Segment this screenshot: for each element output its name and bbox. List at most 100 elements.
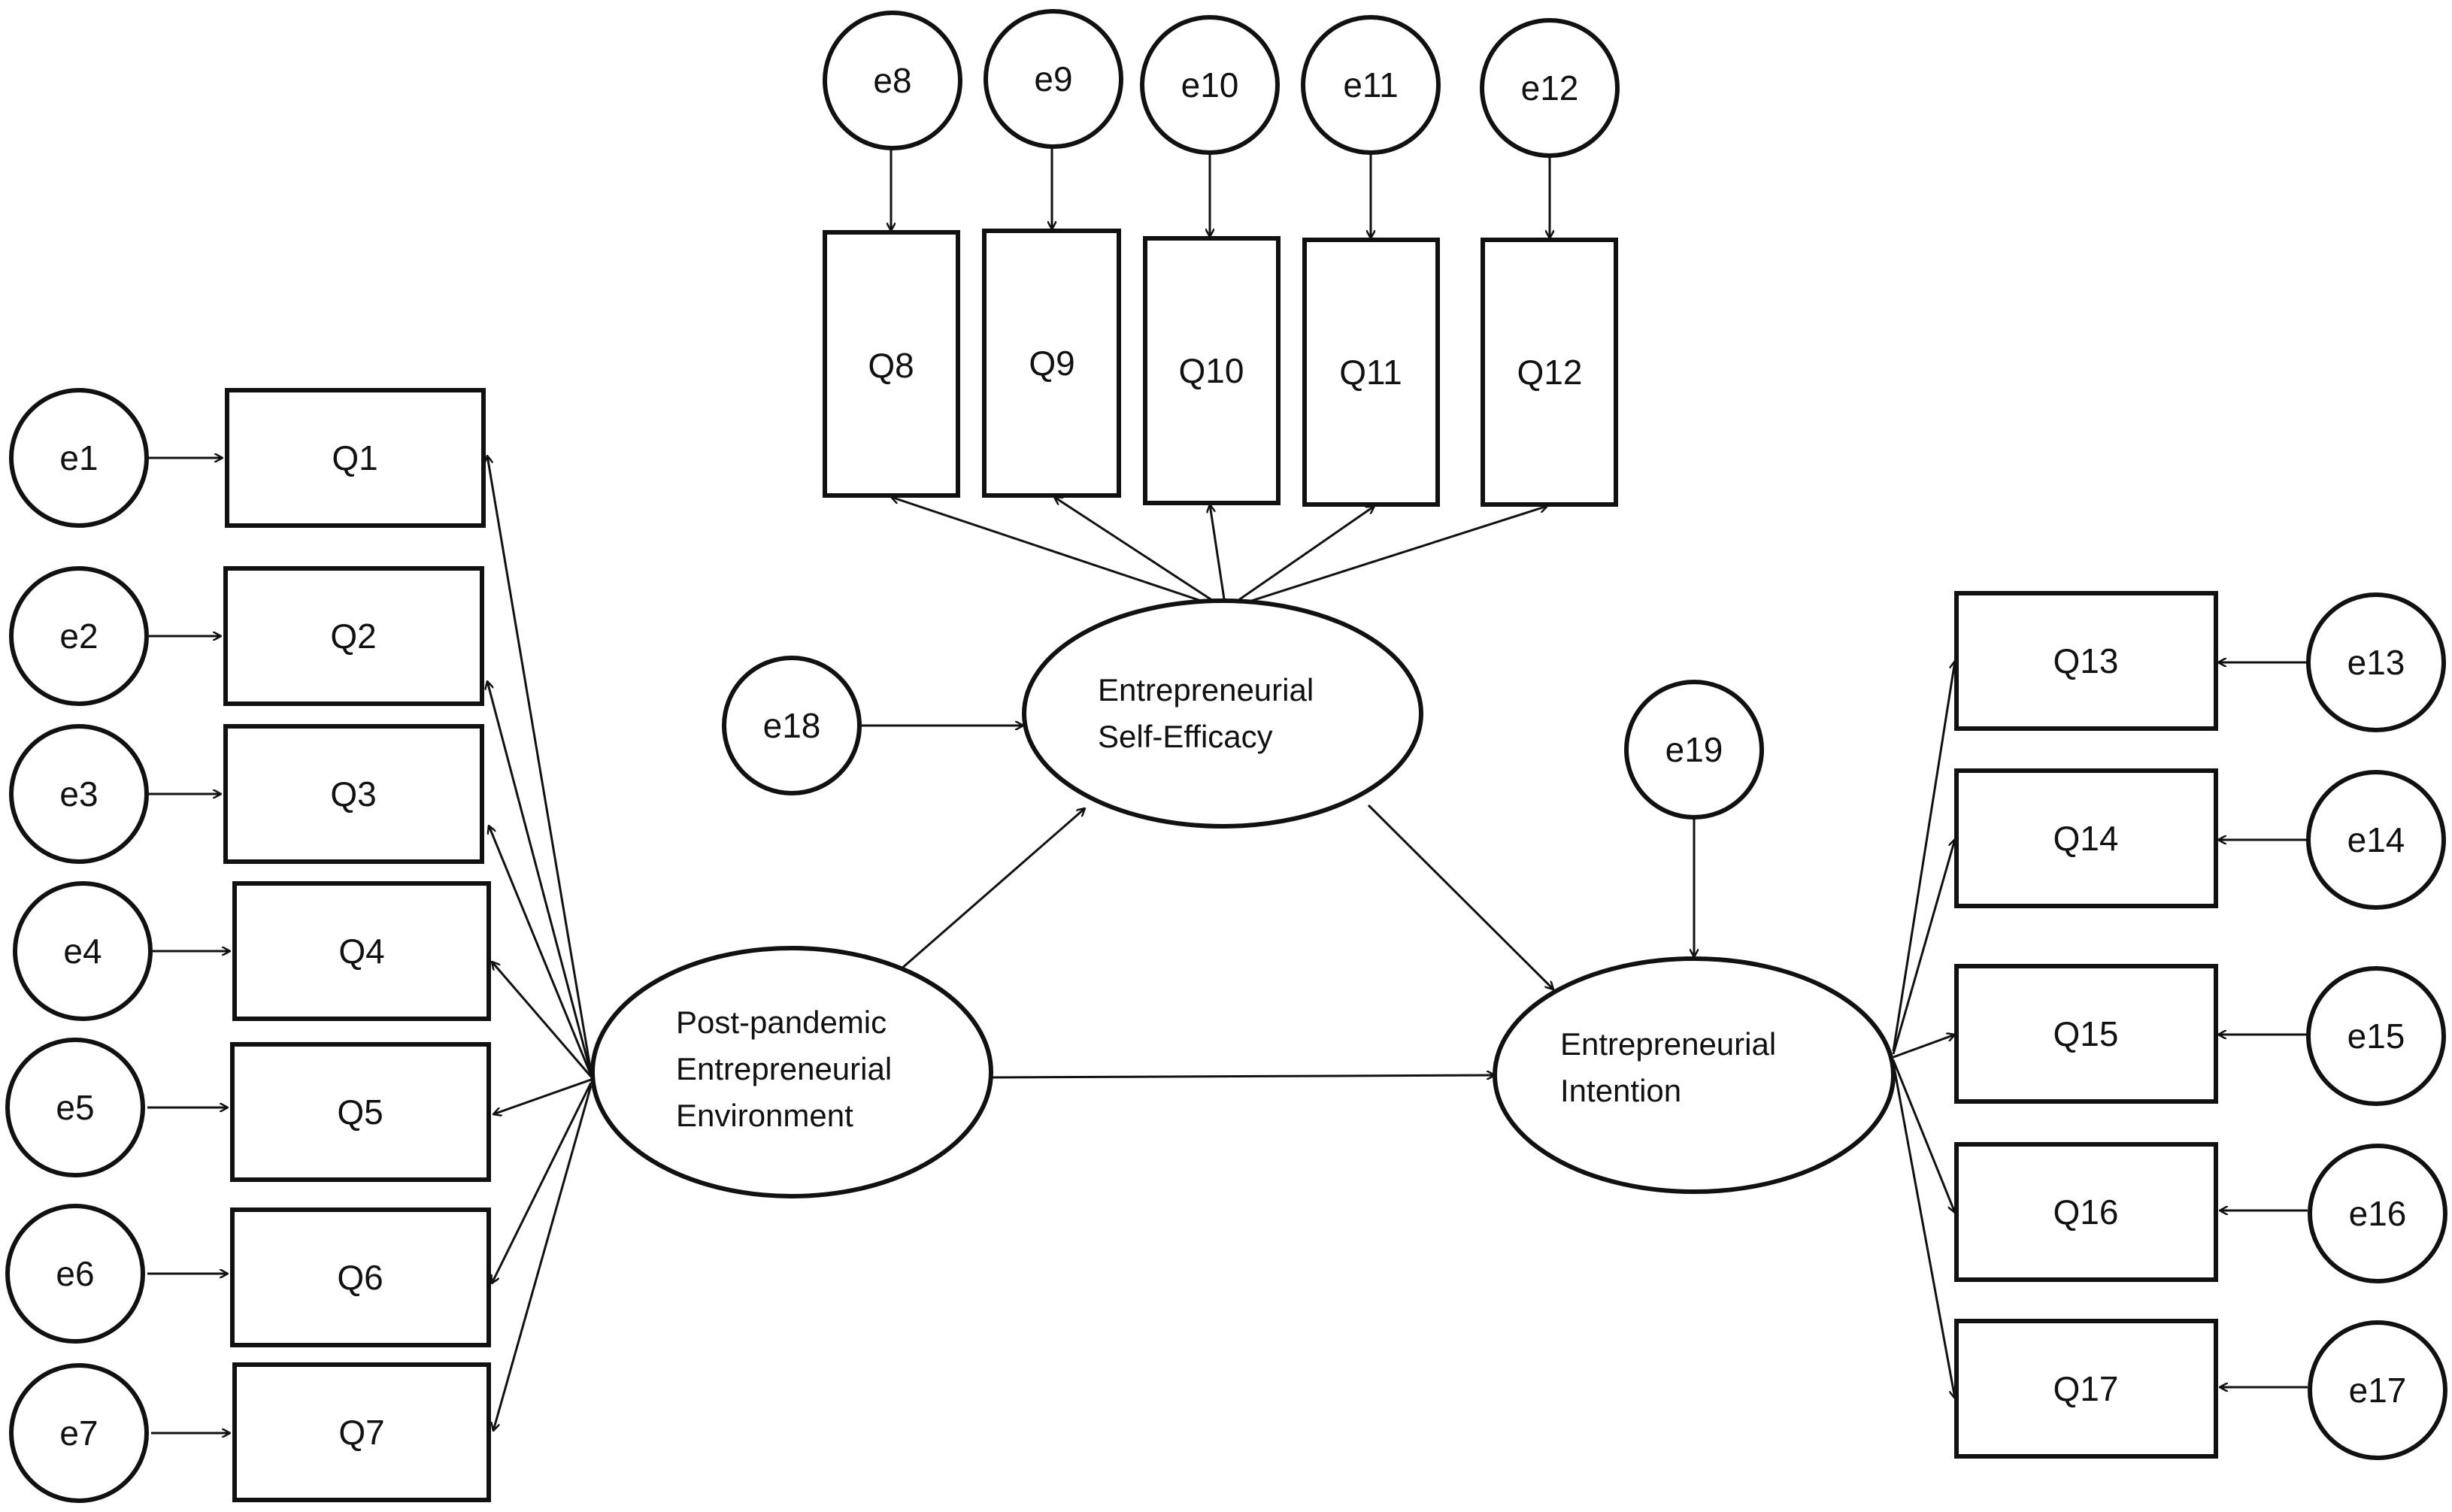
indicator-label: Q6: [337, 1258, 383, 1297]
error-e18: e18: [722, 656, 862, 795]
error-label: e17: [2349, 1371, 2407, 1410]
error-label: e4: [63, 932, 102, 971]
error-label: e18: [763, 706, 821, 745]
error-e7: e7: [9, 1363, 149, 1503]
indicator-label: Q17: [2053, 1369, 2119, 1408]
intention-error-terms: e13 e14 e15 e16 e17: [2306, 592, 2447, 1460]
indicator-q6: Q6: [230, 1207, 491, 1347]
construct-label: Entrepreneurial Intention: [1560, 1026, 1785, 1108]
indicator-q14: Q14: [1954, 768, 2218, 908]
error-label: e10: [1181, 65, 1239, 105]
edge-ei-q17: [1892, 1062, 1955, 1398]
error-e12: e12: [1480, 18, 1620, 158]
indicator-q4: Q4: [232, 881, 491, 1021]
construct-label-line: Entrepreneurial: [1098, 672, 1314, 708]
error-label: e13: [2347, 643, 2405, 682]
construct-label-line: Intention: [1560, 1073, 1681, 1108]
indicator-label: Q9: [1029, 344, 1074, 383]
construct-label: Post-pandemic Entrepreneurial Environmen…: [676, 1004, 901, 1133]
error-e6: e6: [5, 1204, 145, 1344]
environment-indicators: Q1 Q2 Q3 Q4 Q5 Q6 Q7: [223, 388, 491, 1502]
indicator-q3: Q3: [223, 724, 484, 864]
error-label: e1: [59, 438, 98, 477]
construct-label-line: Entrepreneurial: [676, 1051, 892, 1086]
indicator-label: Q7: [338, 1413, 384, 1452]
indicator-label: Q14: [2053, 819, 2119, 858]
edge-ese-q9: [1054, 497, 1226, 611]
indicator-q9: Q9: [982, 229, 1121, 498]
edge-env-ei: [992, 1075, 1495, 1077]
indicator-q15: Q15: [1954, 964, 2218, 1104]
construct-label-line: Self-Efficacy: [1098, 719, 1273, 754]
edge-env-q6: [492, 1082, 593, 1283]
error-e13: e13: [2306, 592, 2446, 732]
edge-env-q5: [493, 1078, 592, 1114]
edge-ei-q13: [1892, 661, 1955, 1052]
error-e10: e10: [1140, 15, 1280, 155]
error-e19: e19: [1624, 680, 1764, 820]
error-e1: e1: [9, 388, 149, 528]
error-e8: e8: [823, 11, 962, 150]
indicator-q8: Q8: [823, 230, 960, 498]
edge-env-q7: [493, 1085, 593, 1431]
error-e2: e2: [9, 566, 149, 706]
indicator-q5: Q5: [230, 1042, 491, 1182]
edges: [147, 147, 2308, 1433]
construct-label-line: Entrepreneurial: [1560, 1026, 1776, 1062]
indicator-q2: Q2: [223, 566, 484, 706]
error-label: e6: [56, 1254, 94, 1293]
construct-label-line: Post-pandemic: [676, 1004, 887, 1040]
indicator-q1: Q1: [225, 388, 486, 528]
indicator-label: Q12: [1517, 353, 1583, 392]
edge-ei-q16: [1892, 1059, 1955, 1213]
indicator-q17: Q17: [1954, 1319, 2218, 1459]
edge-ese-q8: [891, 497, 1226, 611]
edge-env-q4: [492, 962, 593, 1077]
indicator-label: Q3: [330, 774, 376, 814]
edge-ese-q12: [1225, 506, 1547, 611]
indicator-q16: Q16: [1954, 1142, 2218, 1282]
indicator-label: Q2: [330, 617, 376, 656]
edge-ese-q10: [1210, 505, 1227, 610]
construct-label-line: Environment: [676, 1098, 853, 1133]
indicator-label: Q15: [2053, 1014, 2119, 1053]
error-label: e9: [1034, 59, 1072, 98]
indicator-q12: Q12: [1481, 238, 1618, 507]
error-e16: e16: [2308, 1144, 2447, 1283]
construct-intention: Entrepreneurial Intention: [1493, 956, 1896, 1194]
intention-indicators: Q13 Q14 Q15 Q16 Q17: [1954, 591, 2218, 1459]
error-label: e2: [59, 617, 98, 656]
error-label: e19: [1665, 730, 1723, 769]
indicator-label: Q8: [868, 346, 914, 385]
indicator-q13: Q13: [1954, 591, 2218, 731]
self-efficacy-indicators: Q8 Q9 Q10 Q11 Q12: [823, 229, 1618, 507]
error-e5: e5: [5, 1038, 145, 1177]
self-efficacy-error-terms: e8 e9 e10 e11 e12: [823, 9, 1620, 158]
error-e9: e9: [984, 9, 1123, 149]
error-label: e8: [873, 61, 911, 100]
construct-label: Entrepreneurial Self-Efficacy: [1098, 672, 1323, 754]
edge-env-q3: [489, 826, 593, 1076]
indicator-label: Q10: [1179, 351, 1244, 390]
error-e3: e3: [9, 724, 149, 864]
error-e4: e4: [13, 881, 153, 1021]
error-e15: e15: [2306, 966, 2446, 1106]
environment-error-terms: e1 e2 e3 e4 e5 e6 e7: [5, 388, 153, 1503]
error-e14: e14: [2306, 770, 2446, 910]
error-label: e5: [56, 1088, 94, 1127]
error-e17: e17: [2308, 1320, 2447, 1460]
indicator-q10: Q10: [1143, 236, 1281, 505]
error-label: e7: [59, 1414, 98, 1453]
indicator-q7: Q7: [232, 1362, 491, 1502]
edge-env-q2: [487, 681, 593, 1074]
indicator-q11: Q11: [1302, 238, 1440, 507]
error-e11: e11: [1301, 15, 1441, 155]
error-label: e15: [2347, 1017, 2405, 1056]
indicator-label: Q13: [2053, 641, 2119, 680]
indicator-label: Q5: [337, 1092, 383, 1132]
error-label: e16: [2349, 1194, 2407, 1233]
indicator-label: Q11: [1339, 353, 1402, 392]
edge-env-q1: [487, 456, 593, 1073]
